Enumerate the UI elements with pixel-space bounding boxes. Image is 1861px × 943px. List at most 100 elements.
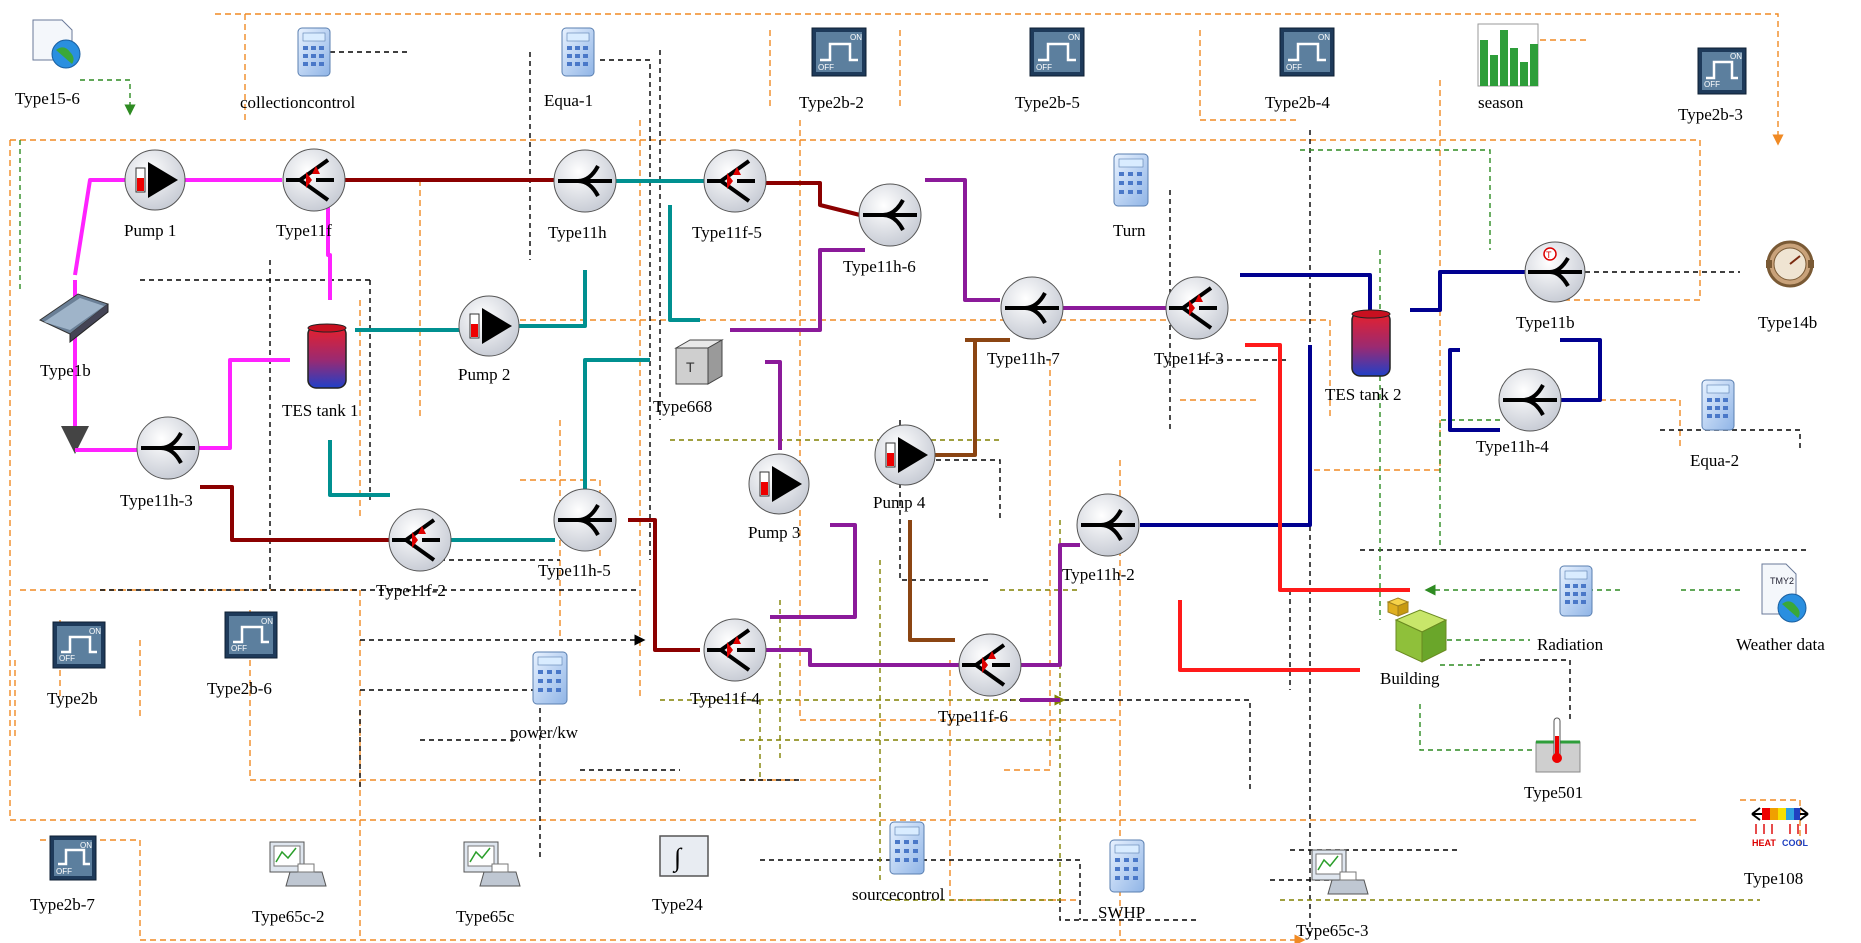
type11f-label: Type11f xyxy=(276,221,332,240)
type11h-component[interactable]: Type11h xyxy=(548,150,616,242)
diverter-icon xyxy=(1166,277,1228,339)
svg-text:OFF: OFF xyxy=(818,63,834,72)
pump-2-label: Pump 2 xyxy=(458,365,510,384)
building-label: Building xyxy=(1380,669,1440,688)
tes-tank-2-component[interactable]: TES tank 2 xyxy=(1325,310,1402,404)
power-kw-label: power/kw xyxy=(510,723,579,742)
diverter-icon xyxy=(704,150,766,212)
calculator-icon xyxy=(298,28,330,76)
type24-component[interactable]: ∫ Type24 xyxy=(652,836,708,914)
svg-text:HEAT: HEAT xyxy=(1752,838,1776,848)
type1b-label: Type1b xyxy=(40,361,91,380)
tes-tank-1-component[interactable]: TES tank 1 xyxy=(282,324,359,420)
on-off-controller-icon: ON OFF xyxy=(812,28,866,76)
type2b-2-component[interactable]: ON OFF Type2b-2 xyxy=(799,28,866,112)
type14b-component[interactable]: Type14b xyxy=(1758,242,1817,332)
mixer-icon xyxy=(859,184,921,246)
type501-component[interactable]: Type501 xyxy=(1524,718,1583,802)
type65c-2-label: Type65c-2 xyxy=(252,907,324,926)
type24-label: Type24 xyxy=(652,895,703,914)
type11h-5-label: Type11h-5 xyxy=(538,561,611,580)
pump-2-component[interactable]: Pump 2 xyxy=(458,296,519,384)
svg-text:OFF: OFF xyxy=(59,654,75,663)
type11h-6-component[interactable]: Type11h-6 xyxy=(843,184,921,276)
type2b-5-component[interactable]: ON OFF Type2b-5 xyxy=(1015,28,1084,112)
svg-text:T: T xyxy=(686,359,695,375)
mixer-icon xyxy=(1001,277,1063,339)
type11h-5-component[interactable]: Type11h-5 xyxy=(538,489,616,580)
type11f-3-label: Type11f-3 xyxy=(1154,349,1224,368)
type1b-component[interactable]: Type1b xyxy=(40,294,108,380)
type2b-3-component[interactable]: ON OFF Type2b-3 xyxy=(1678,48,1746,124)
type65c-3-label: Type65c-3 xyxy=(1296,921,1368,940)
type11h-3-component[interactable]: Type11h-3 xyxy=(120,417,199,510)
mixer-icon xyxy=(137,417,199,479)
equa-1-component[interactable]: Equa-1 xyxy=(544,28,594,110)
type11h-2-component[interactable]: Type11h-2 xyxy=(1062,494,1139,584)
building-component[interactable]: Building xyxy=(1380,598,1446,688)
solar-collector-icon xyxy=(40,294,108,342)
printer-plotter-icon xyxy=(1312,850,1368,894)
calculator-icon xyxy=(1110,840,1144,892)
pump-3-component[interactable]: Pump 3 xyxy=(748,454,809,542)
radiation-component[interactable]: Radiation xyxy=(1537,566,1604,654)
type11h-7-component[interactable]: Type11h-7 xyxy=(987,277,1063,368)
turn-component[interactable]: Turn xyxy=(1113,154,1148,240)
type108-component[interactable]: HEAT COOL Type108 xyxy=(1744,808,1809,888)
type65c-2-component[interactable]: Type65c-2 xyxy=(252,842,326,926)
type11h-4-component[interactable]: Type11h-4 xyxy=(1476,369,1561,456)
weather-data-component[interactable]: TMY2 Weather data xyxy=(1736,564,1825,654)
type11f-4-label: Type11f-4 xyxy=(690,689,760,708)
calculator-icon xyxy=(1560,566,1592,616)
on-off-controller-icon: ON OFF xyxy=(225,612,277,658)
type11h-2-label: Type11h-2 xyxy=(1062,565,1135,584)
type501-label: Type501 xyxy=(1524,783,1583,802)
bar-schedule-icon xyxy=(1478,24,1538,86)
type2b-7-component[interactable]: ON OFF Type2b-7 xyxy=(30,836,96,914)
tempering-valve-icon: T xyxy=(1525,242,1585,302)
svg-text:OFF: OFF xyxy=(1286,63,1302,72)
type11f-3-component[interactable]: Type11f-3 xyxy=(1154,277,1228,368)
swhp-label: SWHP xyxy=(1098,903,1145,922)
type11f-2-component[interactable]: Type11f-2 xyxy=(376,509,451,600)
weather-data-label: Weather data xyxy=(1736,635,1825,654)
type668-component[interactable]: T Type668 xyxy=(653,340,722,416)
weather-file-icon xyxy=(33,20,80,68)
power-kw-component[interactable]: power/kw xyxy=(510,652,579,742)
svg-text:TMY2: TMY2 xyxy=(1770,576,1794,586)
turn-label: Turn xyxy=(1113,221,1146,240)
type2b-label: Type2b xyxy=(47,689,98,708)
type65c-component[interactable]: Type65c xyxy=(456,842,520,926)
type11f-5-component[interactable]: Type11f-5 xyxy=(692,150,766,242)
type15-6-component[interactable]: Type15-6 xyxy=(15,20,80,108)
season-component[interactable]: season xyxy=(1478,24,1538,112)
svg-text:T: T xyxy=(1546,250,1552,260)
collectioncontrol-label: collectioncontrol xyxy=(240,93,355,112)
equa-1-label: Equa-1 xyxy=(544,91,593,110)
swhp-component[interactable]: SWHP xyxy=(1098,840,1145,922)
heat-pump-icon: T xyxy=(676,340,722,384)
type2b-component[interactable]: ON OFF Type2b xyxy=(47,622,105,708)
type11f-component[interactable]: Type11f xyxy=(276,149,345,240)
type2b-6-component[interactable]: ON OFF Type2b-6 xyxy=(207,612,277,698)
pump-1-component[interactable]: Pump 1 xyxy=(124,150,185,240)
type65c-3-component[interactable]: Type65c-3 xyxy=(1296,850,1368,940)
forcing-function-icon xyxy=(1766,242,1814,286)
type15-6-label: Type15-6 xyxy=(15,89,80,108)
type11f-4-component[interactable]: Type11f-4 xyxy=(690,619,766,708)
type11h-4-label: Type11h-4 xyxy=(1476,437,1549,456)
season-label: season xyxy=(1478,93,1524,112)
svg-text:ON: ON xyxy=(80,841,92,850)
pump-4-component[interactable]: Pump 4 xyxy=(873,425,935,512)
type2b-4-component[interactable]: ON OFF Type2b-4 xyxy=(1265,28,1334,112)
sourcecontrol-component[interactable]: sourcecontrol xyxy=(852,822,945,904)
diverter-icon xyxy=(283,149,345,211)
diverter-icon xyxy=(389,509,451,571)
type11b-component[interactable]: T Type11b xyxy=(1516,242,1585,332)
type668-label: Type668 xyxy=(653,397,712,416)
equa-2-component[interactable]: Equa-2 xyxy=(1690,380,1739,470)
type11f-2-label: Type11f-2 xyxy=(376,581,446,600)
svg-text:ON: ON xyxy=(1068,33,1080,42)
collectioncontrol-component[interactable]: collectioncontrol xyxy=(240,28,355,112)
pump-1-label: Pump 1 xyxy=(124,221,176,240)
